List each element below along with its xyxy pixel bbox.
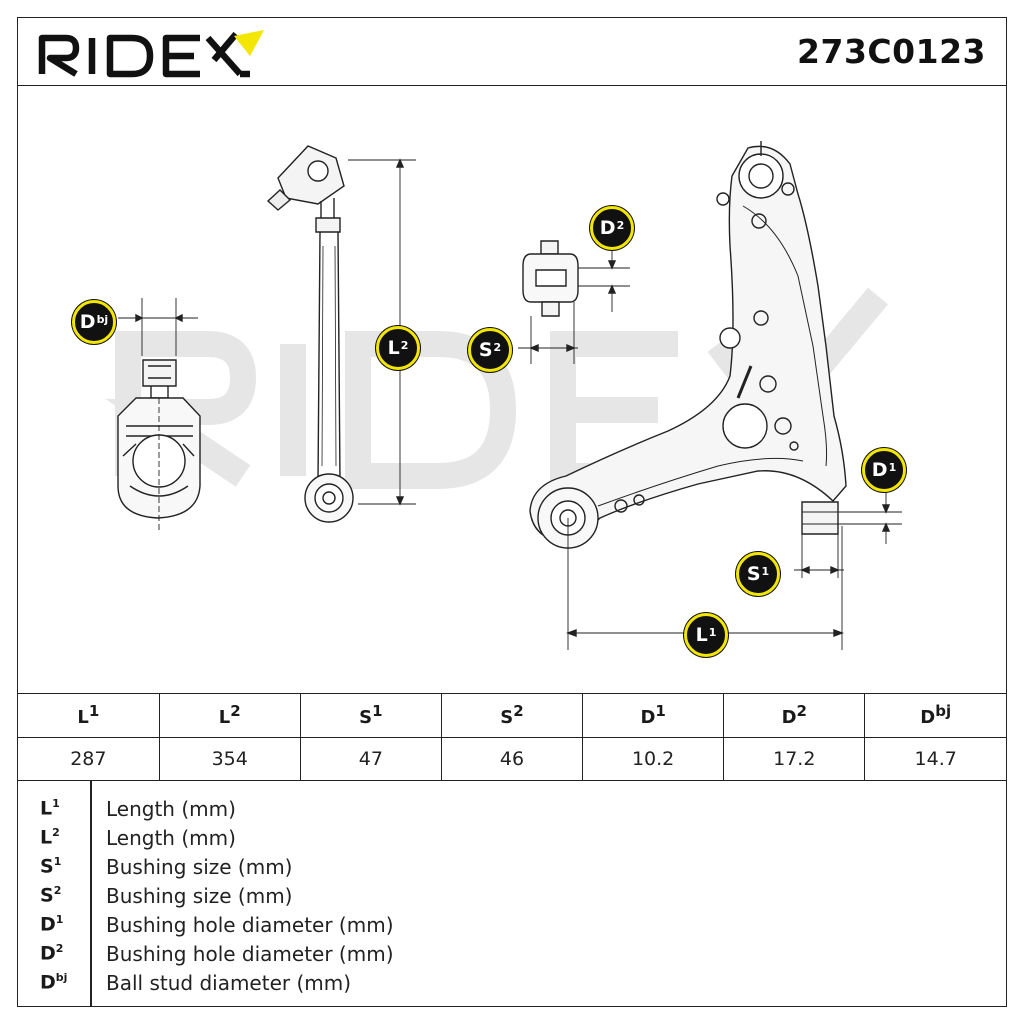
col-header-s2: S2 (440, 694, 584, 738)
col-header-dbj: Dbj (864, 694, 1006, 738)
col-header-l1: L1 (18, 694, 160, 738)
value-d1: 10.2 (582, 736, 725, 781)
part-number: 273C0123 (797, 32, 986, 71)
list-item: S2 Bushing size (mm) (18, 884, 1006, 913)
table-header-row: L1 L2 S1 S2 D1 D2 Dbj (18, 694, 1006, 738)
legend-code: S2 (40, 884, 62, 907)
value-l2: 354 (158, 736, 301, 781)
col-header-d2: D2 (723, 694, 866, 738)
value-l1: 287 (18, 736, 160, 781)
value-s2: 46 (440, 736, 584, 781)
legend-code: L2 (40, 826, 60, 849)
list-item: S1 Bushing size (mm) (18, 855, 1006, 884)
table-row: 287 354 47 46 10.2 17.2 14.7 (18, 736, 1006, 781)
ball-joint-drawing (117, 298, 201, 531)
col-header-l2: L2 (158, 694, 301, 738)
list-item: D2 Bushing hole diameter (mm) (18, 942, 1006, 971)
legend-code: Dbj (40, 971, 68, 994)
spec-sheet-frame: 273C0123 (17, 17, 1007, 1007)
list-item: L1 Length (mm) (18, 797, 1006, 826)
value-dbj: 14.7 (864, 736, 1006, 781)
legend-desc: Bushing hole diameter (mm) (106, 913, 394, 937)
legend-desc: Length (mm) (106, 797, 236, 821)
legend-desc: Ball stud diameter (mm) (106, 971, 352, 995)
legend-divider (90, 781, 92, 1006)
legend-code: L1 (40, 797, 60, 820)
bushing-drawing (518, 236, 630, 364)
legend-desc: Bushing hole diameter (mm) (106, 942, 394, 966)
dimensions-table: L1 L2 S1 S2 D1 D2 Dbj 287 354 47 46 10.2… (18, 694, 1006, 781)
legend: L1 Length (mm) L2 Length (mm) S1 Bushing… (18, 780, 1006, 1006)
control-arm-drawing (529, 141, 902, 650)
col-header-s1: S1 (299, 694, 442, 738)
legend-desc: Length (mm) (106, 826, 236, 850)
col-header-d1: D1 (582, 694, 725, 738)
list-item: Dbj Ball stud diameter (mm) (18, 971, 1006, 1000)
legend-desc: Bushing size (mm) (106, 884, 293, 908)
legend-code: D1 (40, 913, 64, 936)
header-bar: 273C0123 (18, 18, 1006, 86)
legend-code: D2 (40, 942, 64, 965)
brand-logo (38, 30, 264, 78)
drawing-canvas (105, 141, 902, 650)
rod-drawing (266, 145, 416, 523)
legend-desc: Bushing size (mm) (106, 855, 293, 879)
value-s1: 47 (299, 736, 442, 781)
value-d2: 17.2 (723, 736, 866, 781)
list-item: L2 Length (mm) (18, 826, 1006, 855)
legend-code: S1 (40, 855, 62, 878)
list-item: D1 Bushing hole diameter (mm) (18, 913, 1006, 942)
